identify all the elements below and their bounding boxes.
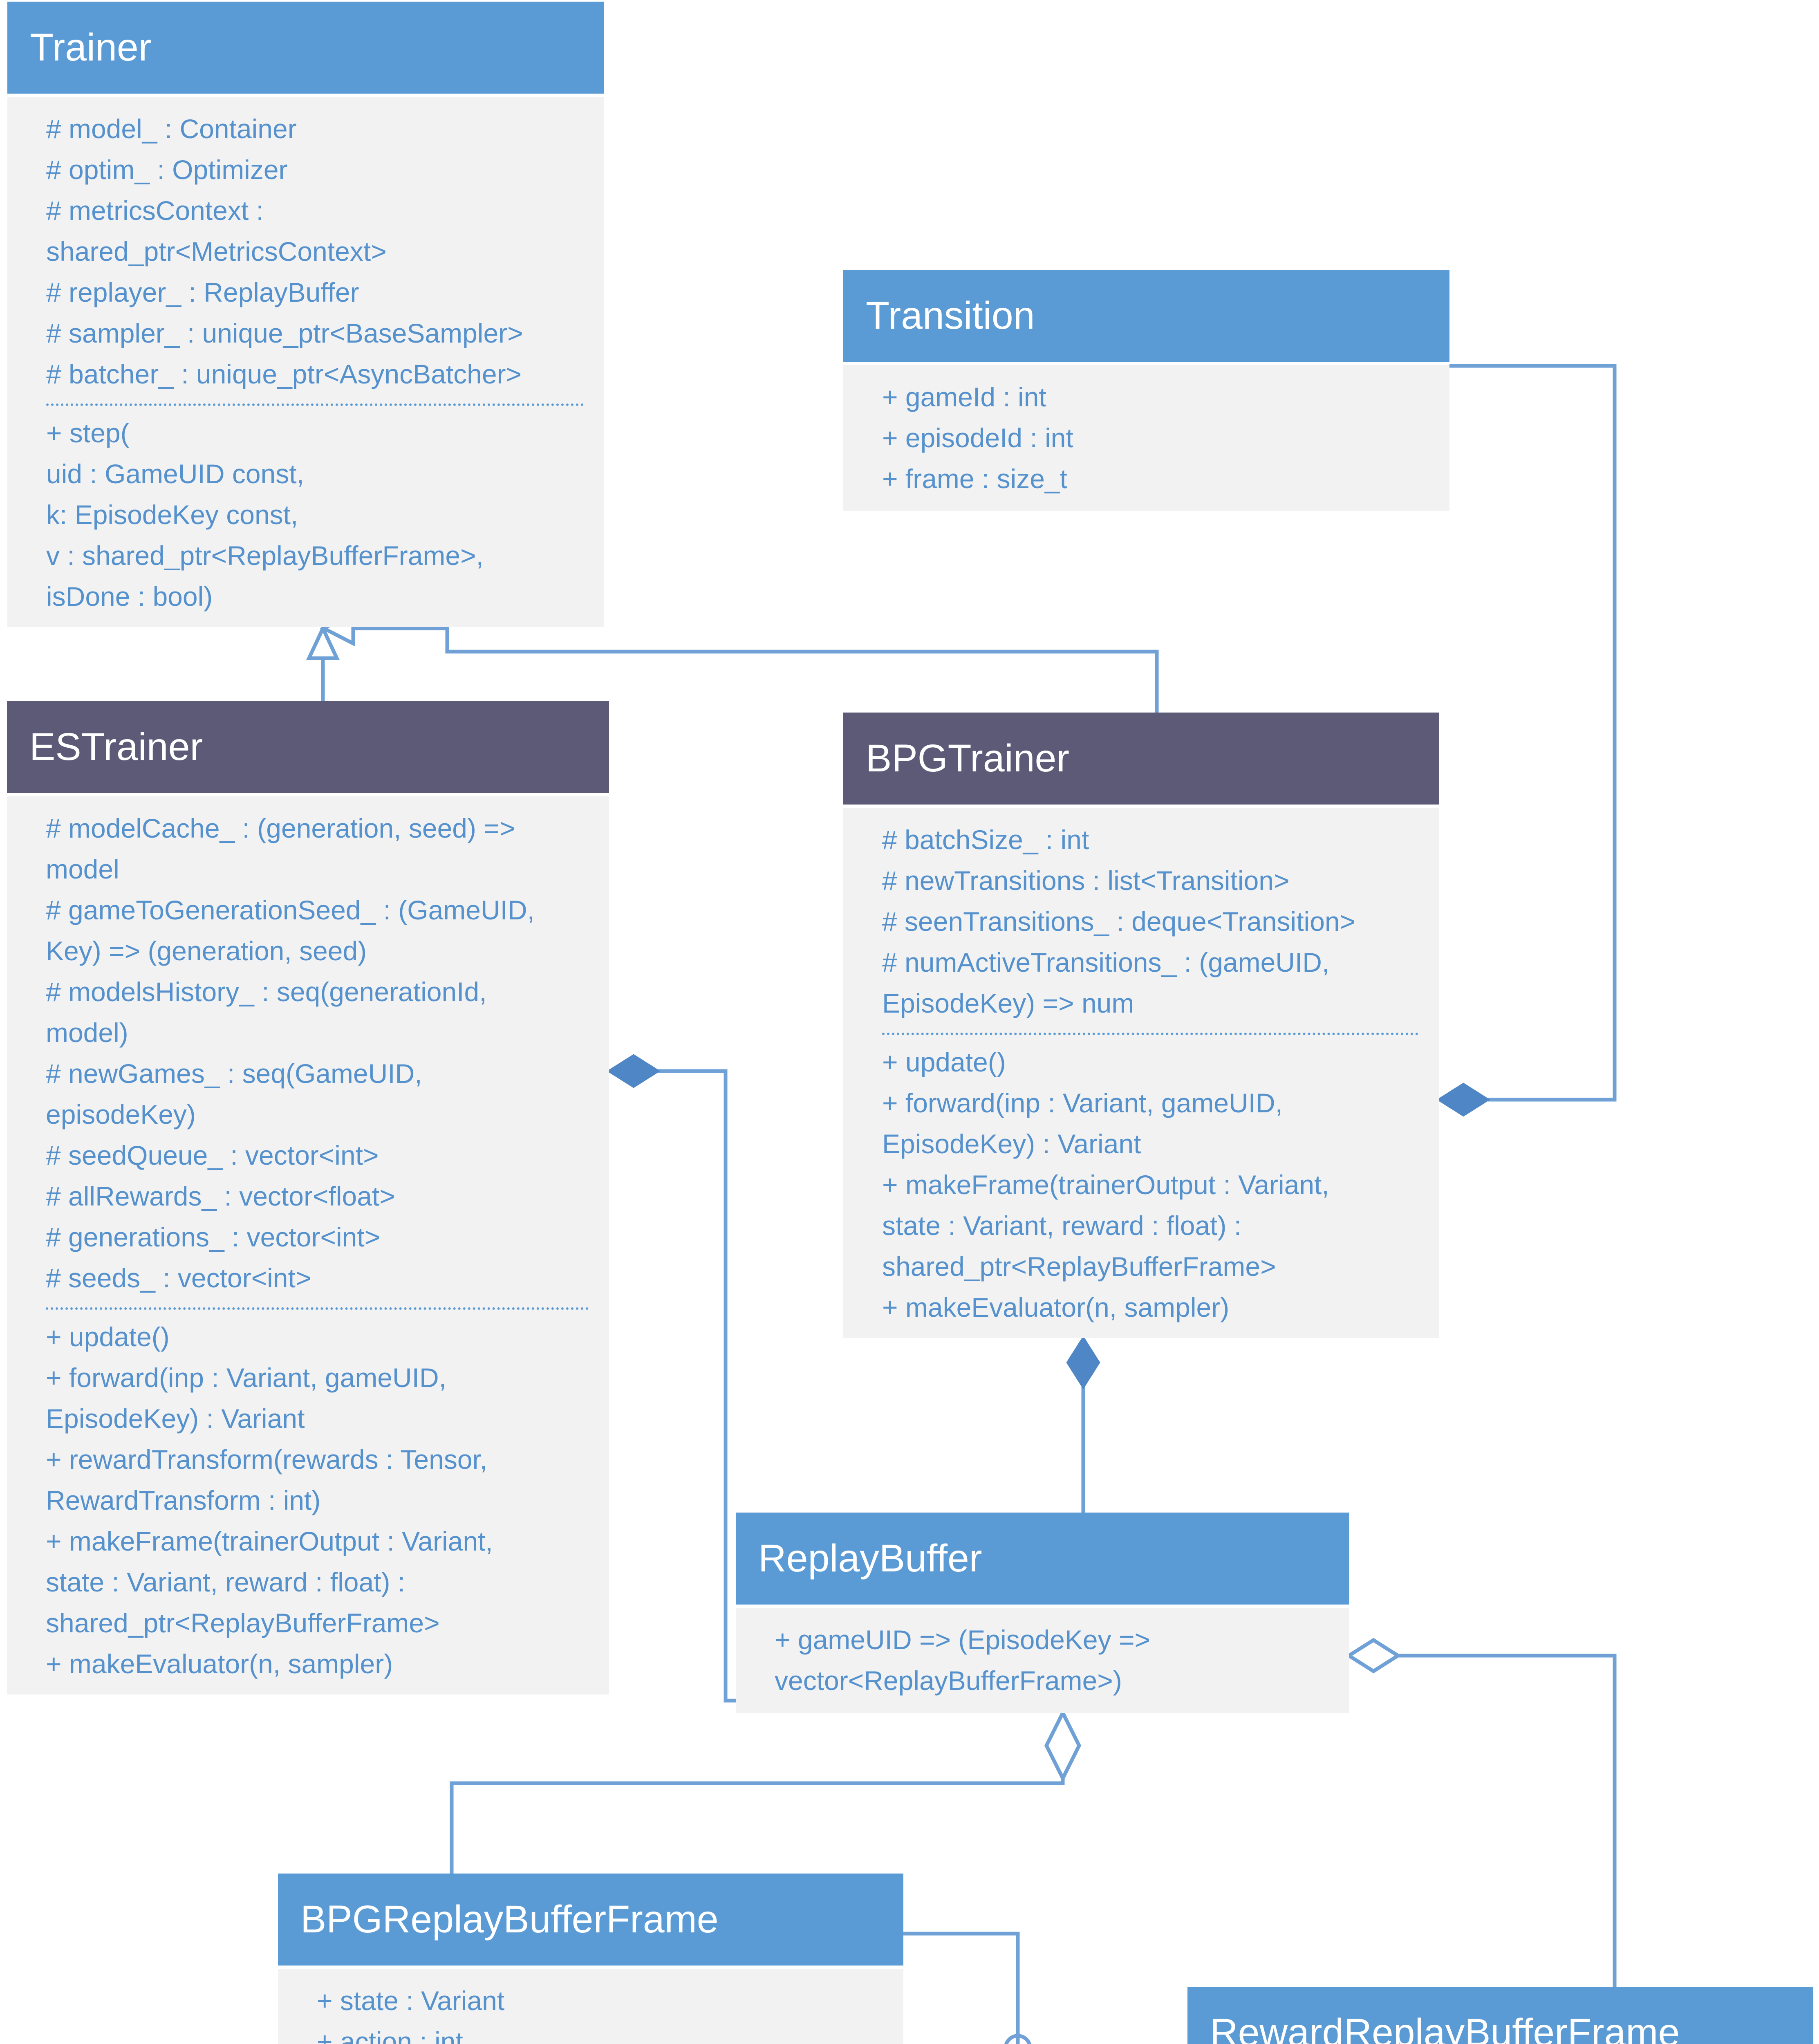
class-body-replaybuffer: + gameUID => (EpisodeKey => vector<Replay… xyxy=(736,1605,1349,1701)
method-line: uid : GameUID const, xyxy=(46,459,304,489)
method-line: + step( xyxy=(46,418,130,448)
connector-rewardreplaybufferframe-extends-replaybufferframe xyxy=(1004,2034,1031,2044)
method-line: + update() xyxy=(46,1322,170,1352)
attribute-line: # newGames_ : seq(GameUID, xyxy=(46,1058,422,1089)
connector-bpgtrainer-composes-transition xyxy=(1449,364,1617,1102)
attribute-line: # seeds_ : vector<int> xyxy=(46,1263,311,1293)
attribute-line: Key) => (generation, seed) xyxy=(46,936,367,966)
class-title-estrainer: ESTrainer xyxy=(29,725,203,769)
class-box-replaybuffer: ReplayBuffer + gameUID => (EpisodeKey => v… xyxy=(736,1513,1349,1713)
connector-estrainer-composes-replaybuffer xyxy=(658,1069,736,1703)
method-line: state : Variant, reward : float) : xyxy=(46,1567,405,1597)
attribute-line: # model_ : Container xyxy=(46,114,297,144)
method-line: k: EpisodeKey const, xyxy=(46,500,298,530)
attribute-line: + state : Variant xyxy=(317,1986,505,2016)
method-line: + makeEvaluator(n, sampler) xyxy=(46,1649,393,1679)
diamond-filled-composition-head xyxy=(1436,1083,1490,1117)
method-line: + update() xyxy=(882,1047,1006,1077)
class-body-bpgtrainer: # batchSize_ : int # newTransitions : lis… xyxy=(843,805,1439,1328)
diamond-filled-composition-head xyxy=(1066,1336,1100,1390)
class-title-replaybuffer: ReplayBuffer xyxy=(758,1537,982,1580)
class-body-transition: + gameId : int + episodeId : int + frame :… xyxy=(843,362,1449,499)
attribute-line: EpisodeKey) => num xyxy=(882,988,1134,1018)
method-line: state : Variant, reward : float) : xyxy=(882,1210,1242,1241)
method-line: shared_ptr<ReplayBufferFrame> xyxy=(882,1251,1276,1282)
attribute-line: vector<ReplayBufferFrame>) xyxy=(775,1665,1122,1696)
class-box-transition: Transition + gameId : int + episodeId : in… xyxy=(843,270,1449,511)
class-box-rewardreplaybufferframe: RewardReplayBufferFrame+ reward : float xyxy=(1187,1987,1813,2044)
attribute-line: # seedQueue_ : vector<int> xyxy=(46,1140,379,1170)
attribute-line: + episodeId : int xyxy=(882,423,1073,453)
class-header-rewardreplaybufferframe: RewardReplayBufferFrame xyxy=(1187,1987,1813,2044)
attribute-line: # optim_ : Optimizer xyxy=(46,155,288,185)
diamond-hollow-aggregation-head xyxy=(1044,1708,1082,1783)
attributes-methods-divider xyxy=(882,1033,1418,1035)
connector-replaybuffer-aggregates-rewardreplaybufferframe xyxy=(1398,1654,1617,1987)
method-line: EpisodeKey) : Variant xyxy=(882,1129,1141,1159)
method-line: + makeFrame(trainerOutput : Variant, xyxy=(882,1170,1329,1200)
attribute-line: + gameUID => (EpisodeKey => xyxy=(775,1625,1151,1655)
attribute-line: # modelsHistory_ : seq(generationId, xyxy=(46,977,487,1007)
attribute-line: # metricsContext : xyxy=(46,195,264,226)
method-line: + rewardTransform(rewards : Tensor, xyxy=(46,1444,488,1475)
class-body-trainer: # model_ : Container # optim_ : Optimizer… xyxy=(7,94,604,617)
attribute-line: episodeKey) xyxy=(46,1099,196,1130)
class-header-bpgtrainer: BPGTrainer xyxy=(843,713,1439,805)
attribute-line: # batcher_ : unique_ptr<AsyncBatcher> xyxy=(46,359,522,389)
attribute-line: shared_ptr<MetricsContext> xyxy=(46,236,387,267)
class-box-trainer: Trainer # model_ : Container # optim_ : Op… xyxy=(7,2,604,627)
class-body-bpgreplaybufferframe: + state : Variant+ action : int+ pAction… xyxy=(278,1966,903,2044)
attributes-methods-divider xyxy=(46,1307,589,1310)
attribute-line: # modelCache_ : (generation, seed) => xyxy=(46,813,515,843)
diamond-filled-composition-head xyxy=(607,1054,661,1088)
attribute-line: + frame : size_t xyxy=(882,464,1068,494)
attribute-line: # generations_ : vector<int> xyxy=(46,1222,381,1252)
method-line: + forward(inp : Variant, gameUID, xyxy=(882,1088,1283,1118)
attribute-line: # batchSize_ : int xyxy=(882,825,1089,855)
attribute-line: + action : int xyxy=(317,2026,463,2044)
diamond-hollow-aggregation-head xyxy=(1345,1638,1402,1674)
method-line: EpisodeKey) : Variant xyxy=(46,1403,305,1434)
method-line: + makeFrame(trainerOutput : Variant, xyxy=(46,1526,493,1556)
class-title-bpgreplaybufferframe: BPGReplayBufferFrame xyxy=(300,1898,719,1941)
method-line: v : shared_ptr<ReplayBufferFrame>, xyxy=(46,540,484,571)
class-title-transition: Transition xyxy=(866,294,1035,337)
class-box-estrainer: ESTrainer # modelCache_ : (generation, se… xyxy=(7,701,609,1694)
method-line: isDone : bool) xyxy=(46,581,213,612)
attribute-line: model) xyxy=(46,1018,128,1048)
attribute-line: + gameId : int xyxy=(882,382,1046,412)
class-body-estrainer: # modelCache_ : (generation, seed) => mod… xyxy=(7,793,609,1684)
class-title-rewardreplaybufferframe: RewardReplayBufferFrame xyxy=(1210,2011,1680,2044)
attribute-line: # numActiveTransitions_ : (gameUID, xyxy=(882,947,1330,977)
connector-replaybuffer-aggregates-bpgreplaybufferframe xyxy=(450,1778,1065,1874)
attributes-methods-divider xyxy=(46,403,584,406)
class-header-estrainer: ESTrainer xyxy=(7,701,609,793)
class-box-bpgreplaybufferframe: BPGReplayBufferFrame + state : Variant + a… xyxy=(278,1874,903,2044)
attribute-line: # replayer_ : ReplayBuffer xyxy=(46,277,359,307)
connector-bpgreplaybufferframe-extends-replaybufferframe xyxy=(903,1932,1020,2044)
attribute-line: # newTransitions : list<Transition> xyxy=(882,865,1290,896)
attribute-line: # gameToGenerationSeed_ : (GameUID, xyxy=(46,895,535,925)
connector-bpgtrainer-extends-trainer xyxy=(353,626,1159,713)
class-header-trainer: Trainer xyxy=(7,2,604,94)
class-header-replaybuffer: ReplayBuffer xyxy=(736,1513,1349,1605)
method-line: RewardTransform : int) xyxy=(46,1485,321,1515)
attribute-line: model xyxy=(46,854,119,884)
attribute-line: # allRewards_ : vector<float> xyxy=(46,1181,395,1211)
method-line: + makeEvaluator(n, sampler) xyxy=(882,1292,1230,1322)
method-line: shared_ptr<ReplayBufferFrame> xyxy=(46,1608,440,1638)
method-line: + forward(inp : Variant, gameUID, xyxy=(46,1363,447,1393)
class-title-trainer: Trainer xyxy=(30,26,152,69)
triangle-hollow-generalization-head xyxy=(306,624,340,660)
class-box-bpgtrainer: BPGTrainer # batchSize_ : int # newTransit… xyxy=(843,713,1439,1338)
attribute-line: # seenTransitions_ : deque<Transition> xyxy=(882,906,1356,937)
class-title-bpgtrainer: BPGTrainer xyxy=(866,737,1070,780)
attribute-line: # sampler_ : unique_ptr<BaseSampler> xyxy=(46,318,523,348)
class-header-transition: Transition xyxy=(843,270,1449,362)
class-header-bpgreplaybufferframe: BPGReplayBufferFrame xyxy=(278,1874,903,1966)
